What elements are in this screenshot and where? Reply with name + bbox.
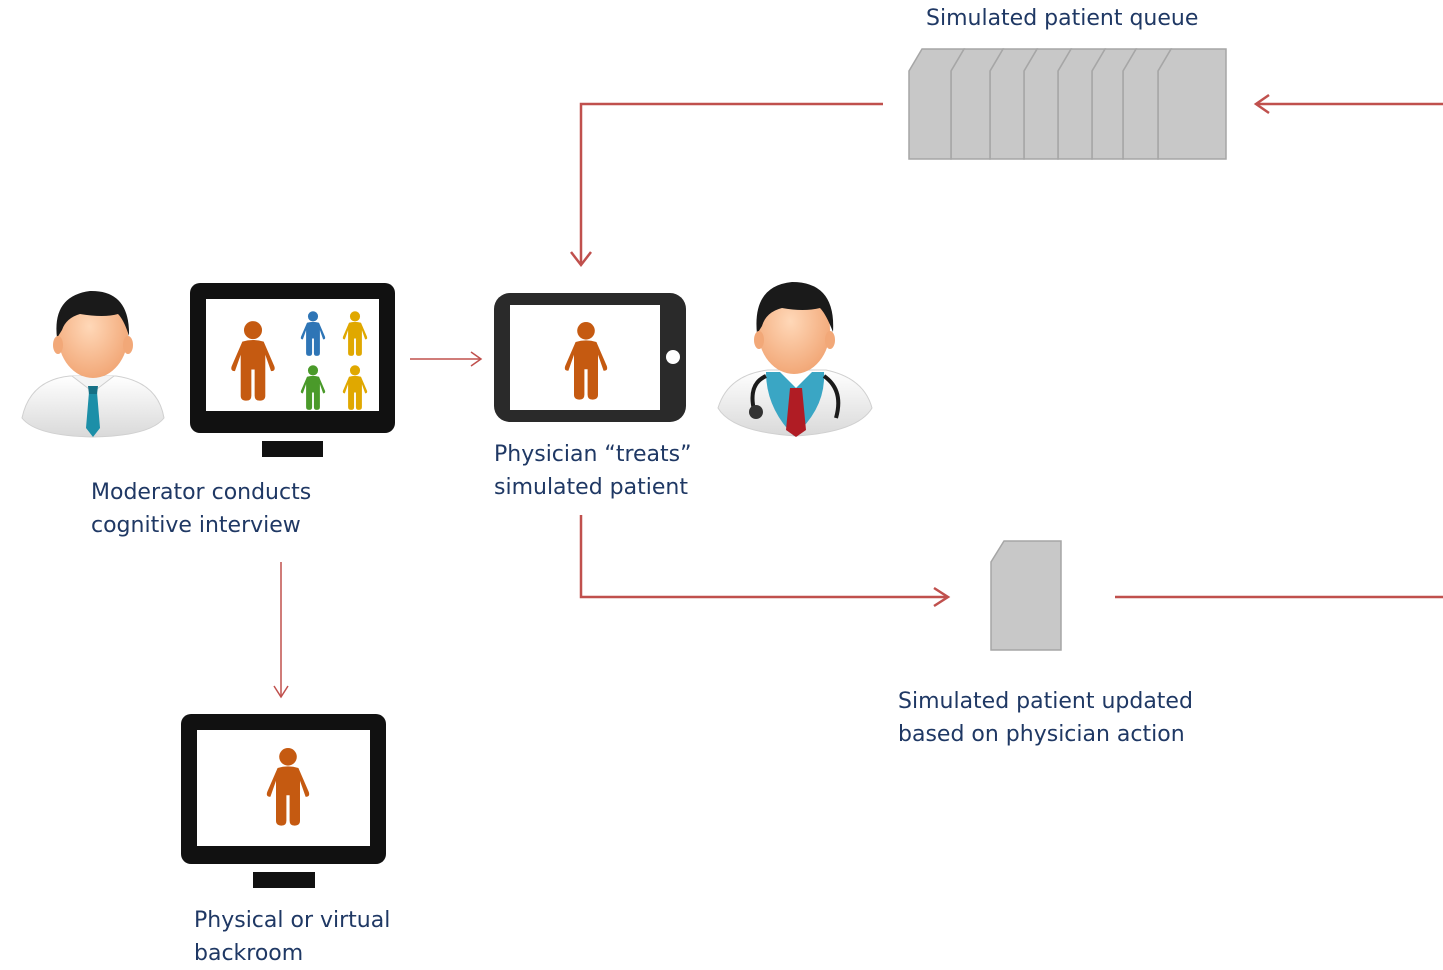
backroom-label: Physical or virtual backroom xyxy=(194,904,390,970)
backroom-label-line-1: Physical or virtual xyxy=(194,908,391,933)
monitor-icon xyxy=(190,283,395,457)
arrow-moderator-to-backroom xyxy=(273,562,289,699)
queue-label-text: Simulated patient queue xyxy=(926,6,1199,31)
moderator-label-line-2: cognitive interview xyxy=(91,513,301,538)
arrow-monitor-to-tablet xyxy=(410,351,483,367)
physician-label: Physician “treats” simulated patient xyxy=(494,438,692,504)
moderator-person-icon xyxy=(21,290,165,438)
arrow-queue-to-tablet xyxy=(570,102,883,268)
moderator-label-line-1: Moderator conducts xyxy=(91,480,312,505)
physician-label-line-2: simulated patient xyxy=(494,475,688,500)
updated-patient-card-icon xyxy=(990,540,1062,651)
physician-with-stethoscope-icon xyxy=(717,282,873,437)
tablet-icon xyxy=(494,293,686,422)
patient-queue xyxy=(908,48,1227,160)
updated-label-line-2: based on physician action xyxy=(898,722,1185,747)
backroom-monitor-icon xyxy=(181,714,386,888)
arrow-tablet-to-updated-card xyxy=(579,515,951,608)
arrow-right-into-queue xyxy=(1253,93,1443,115)
physician-label-line-1: Physician “treats” xyxy=(494,442,692,467)
queue-label: Simulated patient queue xyxy=(926,2,1198,35)
patient-card-icon xyxy=(908,48,966,160)
updated-label: Simulated patient updated based on physi… xyxy=(898,685,1193,751)
moderator-label: Moderator conducts cognitive interview xyxy=(91,476,311,542)
patient-card-icon xyxy=(1157,48,1227,160)
backroom-label-line-2: backroom xyxy=(194,941,304,966)
updated-label-line-1: Simulated patient updated xyxy=(898,689,1193,714)
